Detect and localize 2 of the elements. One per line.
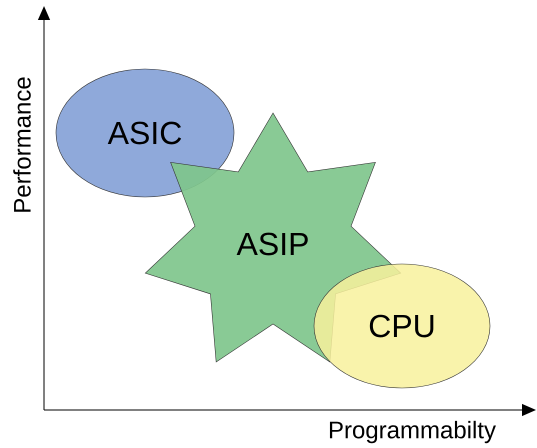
axis-label: Programmabilty (330, 420, 496, 444)
axis-label: Performance (13, 77, 31, 212)
